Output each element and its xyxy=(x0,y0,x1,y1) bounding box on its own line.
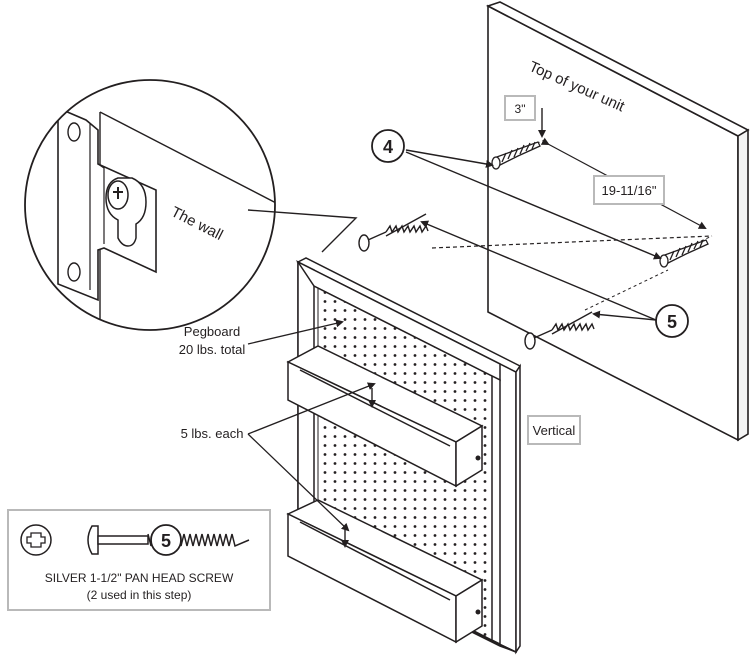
legend-box xyxy=(7,509,271,611)
keyhole-detail: The wall xyxy=(24,79,276,331)
dim-19-group: 19-11/16" xyxy=(540,137,707,229)
screw-lower xyxy=(524,311,595,350)
callout-4-leaders xyxy=(405,149,662,260)
pegboard-label: Pegboard xyxy=(184,324,240,339)
shelf-weight-leaders xyxy=(247,382,376,532)
dim-3-label: 3" xyxy=(515,102,526,116)
shelf-weight-label: 5 lbs. each xyxy=(181,426,244,441)
pegboard-weight-label: 20 lbs. total xyxy=(179,342,246,357)
dim-19-box xyxy=(593,175,665,205)
callout-5-number: 5 xyxy=(667,312,677,332)
legend-line-2: (2 used in this step) xyxy=(87,588,192,602)
mounting-line xyxy=(431,235,713,249)
wall-anchor-lower xyxy=(659,239,709,268)
vertical-label: Vertical xyxy=(533,423,576,438)
legend-callout-number: 5 xyxy=(161,531,171,551)
dim-19-label: 19-11/16" xyxy=(602,183,657,198)
anchor-axis-right xyxy=(689,235,713,247)
callout-5: 5 xyxy=(655,304,689,338)
screw-legend: 5 SILVER 1-1/2" PAN HEAD SCREW (2 used i… xyxy=(7,509,271,611)
wall-anchor-upper xyxy=(491,141,541,170)
detail-connector xyxy=(247,209,358,253)
screw-upper xyxy=(358,213,429,252)
legend-line-1: SILVER 1-1/2" PAN HEAD SCREW xyxy=(45,571,234,585)
callout-5-leaders xyxy=(420,220,657,321)
dim-3-box xyxy=(504,95,536,121)
dim-3-group: 3" xyxy=(504,95,546,138)
callout-4: 4 xyxy=(371,129,405,163)
lower-shelf xyxy=(286,499,484,644)
vertical-box xyxy=(527,415,581,445)
upper-shelf xyxy=(286,345,484,488)
wall-panel xyxy=(485,1,750,442)
callout-4-number: 4 xyxy=(383,137,393,157)
